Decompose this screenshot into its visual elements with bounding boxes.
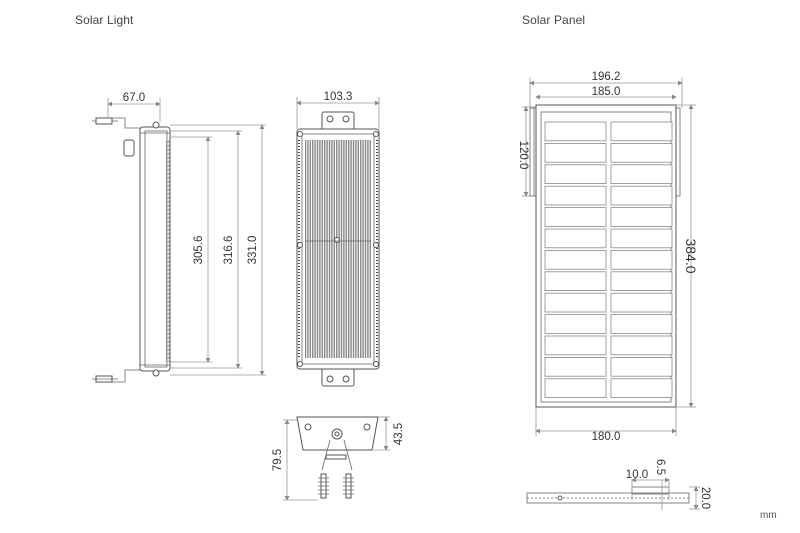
dim-light-h1: 305.6 [193, 236, 205, 265]
solar-cell [544, 335, 607, 356]
light-front-dimensions: 103.3 [296, 91, 380, 129]
solar-cell [610, 121, 673, 142]
light-side-dimensions: 67.0 305.6 316.6 331.0 [107, 92, 266, 376]
solar-cell [544, 314, 607, 334]
dim-panel-w-inner: 185.0 [592, 86, 621, 98]
solar-cell [610, 164, 673, 185]
dim-light-h3: 331.0 [247, 236, 259, 265]
light-front-view [296, 111, 380, 387]
solar-cell [544, 356, 607, 377]
solar-cell [544, 207, 607, 227]
solar-cell [610, 356, 673, 377]
solar-cell [610, 335, 673, 356]
dim-side-a: 10.0 [626, 469, 648, 481]
solar-cell [544, 378, 607, 398]
solar-cell [544, 121, 607, 142]
solar-cell [610, 249, 673, 270]
solar-cell [544, 142, 607, 163]
dim-side-thick: 20.0 [699, 487, 711, 509]
dim-panel-w-bottom: 180.0 [592, 431, 621, 443]
solar-panel-title: Solar Panel [522, 13, 586, 27]
solar-cell [610, 292, 673, 313]
solar-light-title: Solar Light [75, 13, 134, 27]
solar-cell [610, 207, 673, 227]
dim-light-depth: 67.0 [123, 92, 145, 104]
light-side-view [92, 117, 171, 383]
bracket-view: 79.5 43.5 [272, 416, 405, 501]
solar-cells [544, 121, 673, 398]
dim-side-b: 6.5 [654, 459, 666, 475]
solar-cell [610, 271, 673, 291]
solar-cell [610, 228, 673, 249]
solar-cell [610, 142, 673, 163]
solar-cell [610, 314, 673, 334]
dim-panel-bracket: 120.0 [517, 141, 529, 170]
panel-side-view: 10.0 6.5 20.0 [526, 459, 711, 510]
solar-panel-dimensions: 196.2 185.0 120.0 384.0 180.0 [517, 71, 699, 443]
solar-cell [544, 228, 607, 249]
dim-panel-h: 384.0 [683, 238, 699, 273]
solar-cell [544, 185, 607, 206]
solar-cell [544, 292, 607, 313]
solar-cell [544, 164, 607, 185]
solar-panel-view [529, 104, 681, 408]
solar-cell [610, 378, 673, 398]
dim-panel-w-outer: 196.2 [592, 71, 621, 83]
dim-bracket-w: 43.5 [393, 423, 405, 445]
dim-light-h2: 316.6 [223, 236, 235, 265]
solar-cell [544, 271, 607, 291]
unit-label: mm [760, 510, 777, 521]
dim-light-width: 103.3 [324, 91, 353, 103]
solar-cell [544, 249, 607, 270]
dim-bracket-h: 79.5 [272, 449, 284, 471]
solar-cell [610, 185, 673, 206]
